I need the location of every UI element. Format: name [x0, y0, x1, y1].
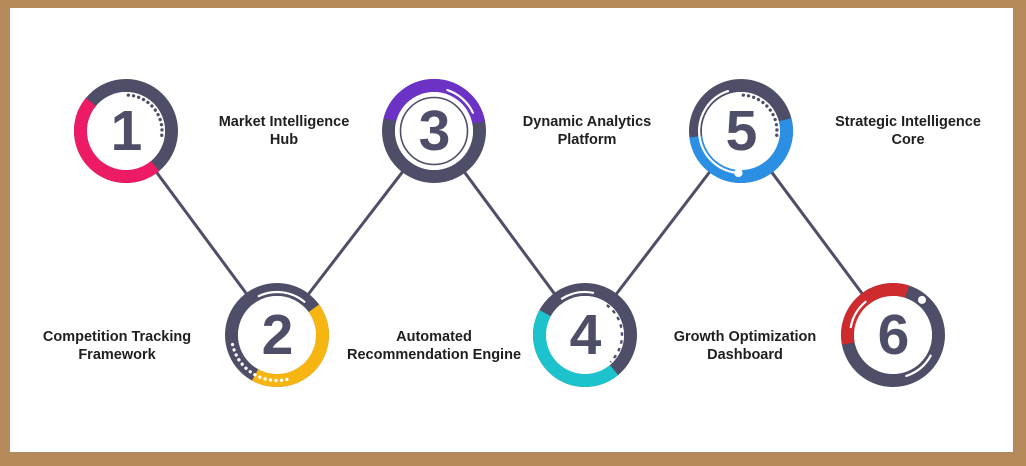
dotted-arc-5 [741, 93, 779, 138]
white-dot-5 [734, 168, 743, 178]
step-number-1: 1 [110, 99, 143, 163]
white-dotted-arc-2 [230, 339, 289, 383]
highlight-arc-5 [698, 90, 740, 174]
step-label-3-line-1: Dynamic Analytics [522, 114, 652, 130]
step-label-4: Automated Recommendation Engine [314, 328, 554, 364]
diagram-panel [10, 8, 1013, 452]
step-circle-5 [689, 79, 793, 183]
step-label-2-line-1: Competition Tracking [42, 329, 192, 345]
step-label-1: Market Intelligence Hub [164, 113, 404, 149]
step-label-3-line-2: Platform [557, 132, 617, 148]
highlight-arc-2 [257, 290, 306, 303]
accent-arc-3 [382, 79, 486, 183]
step-label-5-line-2: Core [891, 132, 925, 148]
step-label-6-line-2: Dashboard [707, 347, 783, 363]
step-label-6: Growth Optimization Dashboard [625, 328, 865, 364]
step-label-3: Dynamic Analytics Platform [467, 113, 707, 149]
inner-disc-5 [702, 92, 780, 170]
step-label-5: Strategic Intelligence Core [788, 113, 1026, 149]
step-circle-1 [74, 79, 178, 183]
step-label-1-line-2: Hub [269, 132, 299, 148]
step-number-5: 5 [725, 99, 758, 163]
step-label-2: Competition Tracking Framework [0, 328, 237, 364]
dotted-arc-1 [126, 93, 164, 140]
inner-disc-3 [395, 92, 473, 170]
accent-arc-4 [533, 283, 637, 387]
step-number-2: 2 [261, 303, 294, 367]
inner-disc-2 [238, 296, 316, 374]
accent-arc-1 [74, 79, 178, 183]
step-label-5-line-1: Strategic Intelligence [835, 114, 981, 130]
inner-disc-6 [854, 296, 932, 374]
accent-arc-5 [689, 79, 793, 183]
accent-arc-6 [841, 283, 945, 387]
step-label-2-line-2: Framework [78, 347, 156, 363]
step-number-3: 3 [418, 99, 451, 163]
step-label-1-line-1: Market Intelligence [218, 114, 350, 130]
white-dot-6 [918, 295, 926, 304]
step-number-6: 6 [877, 303, 910, 367]
step-circle-4 [533, 283, 637, 387]
highlight-arc-6b [905, 354, 932, 377]
thin-inner-ring-3 [399, 96, 469, 166]
step-circle-6 [841, 283, 945, 387]
dashed-arc-4 [606, 304, 624, 363]
highlight-arc-4 [560, 290, 595, 300]
step-label-4-line-2: Recommendation Engine [346, 347, 522, 363]
step-label-4-line-1: Automated [396, 329, 472, 345]
highlight-arc-6a [849, 300, 867, 329]
step-circle-2 [225, 283, 329, 387]
step-number-4: 4 [569, 303, 602, 367]
highlight-arc-3 [446, 89, 474, 114]
inner-disc-4 [546, 296, 624, 374]
inner-disc-1 [87, 92, 165, 170]
step-circle-3 [382, 79, 486, 183]
step-label-6-line-1: Growth Optimization [673, 329, 817, 345]
